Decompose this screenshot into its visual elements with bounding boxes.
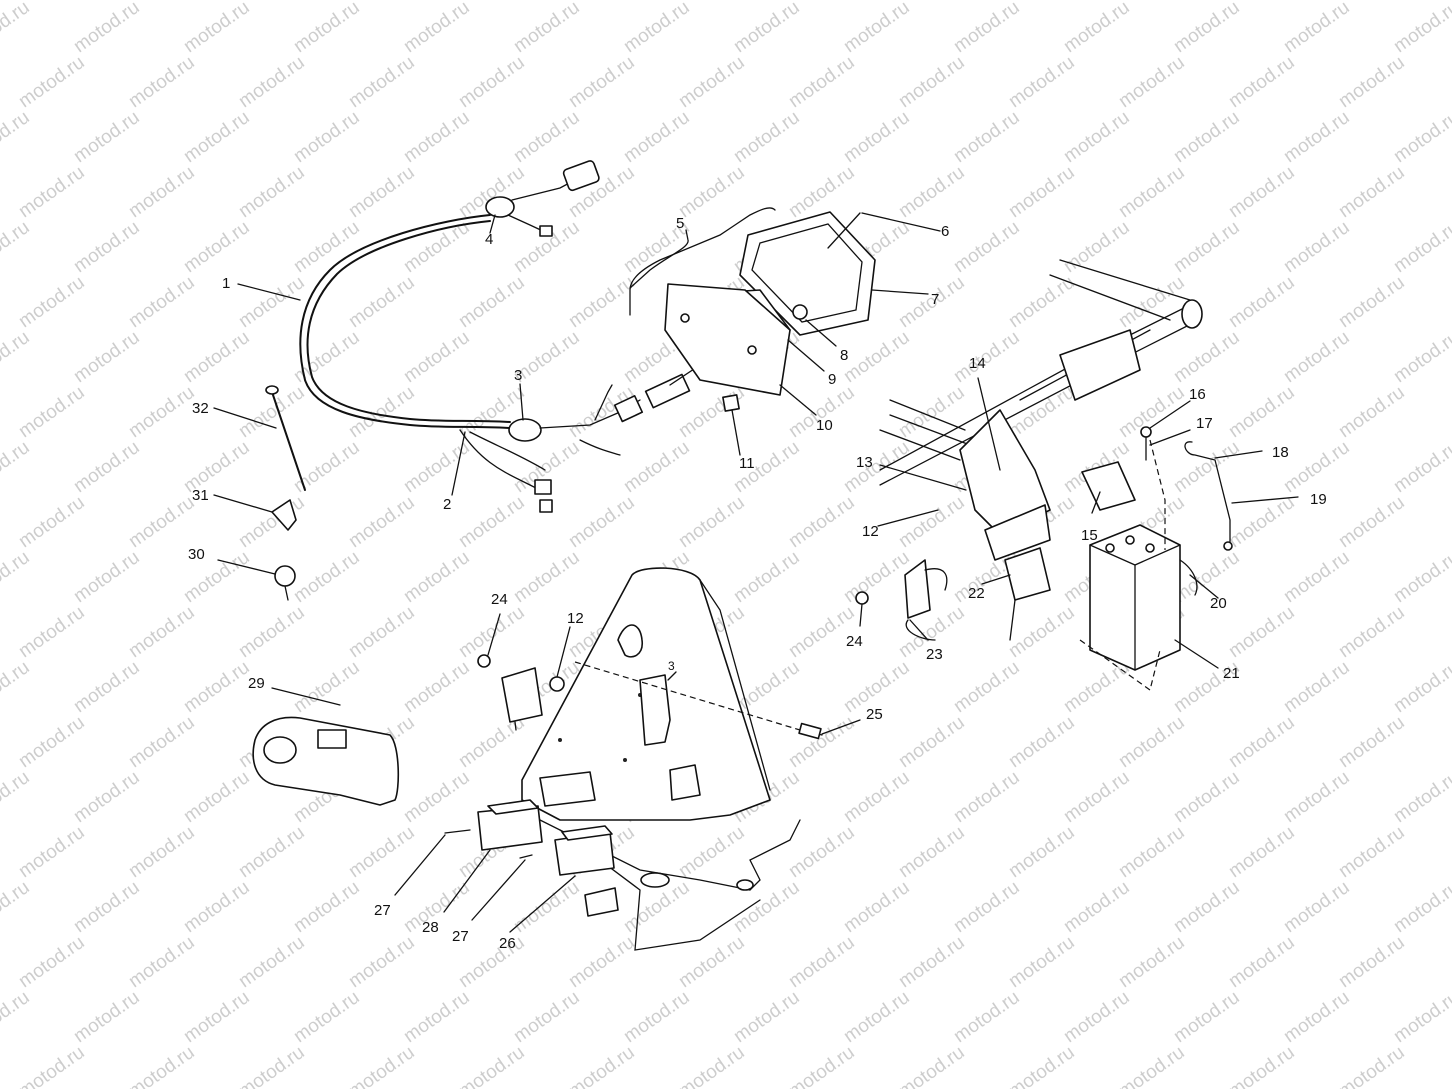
- callout-22: 22: [968, 585, 985, 602]
- callout-20: 20: [1210, 595, 1227, 612]
- callout-19: 19: [1310, 491, 1327, 508]
- callout-24-right: 24: [846, 633, 863, 650]
- callout-26: 26: [499, 935, 516, 952]
- callout-7: 7: [931, 291, 939, 308]
- callout-27-right: 27: [452, 928, 469, 945]
- callout-23: 23: [926, 646, 943, 663]
- callout-6: 6: [941, 223, 949, 240]
- callout-2: 2: [443, 496, 451, 513]
- callout-4: 4: [485, 231, 493, 248]
- callout-31: 31: [192, 487, 209, 504]
- callout-30: 30: [188, 546, 205, 563]
- callout-13: 13: [856, 454, 873, 471]
- callout-25: 25: [866, 706, 883, 723]
- callout-1: 1: [222, 275, 230, 292]
- callout-24-left: 24: [491, 591, 508, 608]
- solenoid-bracket: [855, 559, 948, 641]
- callout-9: 9: [828, 371, 836, 388]
- callout-27-left: 27: [374, 902, 391, 919]
- callout-18: 18: [1272, 444, 1289, 461]
- battery-assembly: [1079, 426, 1233, 692]
- callout-3-plate: 3: [668, 659, 675, 673]
- mounting-plate: [519, 567, 801, 951]
- callout-11: 11: [739, 455, 755, 472]
- leader-lines: [213, 212, 1299, 933]
- terminal-blocks: [444, 799, 615, 876]
- callout-12-left: 12: [567, 610, 584, 627]
- callout-10: 10: [816, 417, 833, 434]
- callout-14: 14: [969, 355, 986, 372]
- tail-light-assembly: [629, 207, 876, 412]
- callout-28: 28: [422, 919, 439, 936]
- callout-labels: 1 2 3 4 5 6 7 8 9 10 11 12 13 14 15 16 1…: [188, 215, 1327, 952]
- small-parts-left: [252, 385, 400, 806]
- callout-8: 8: [840, 347, 848, 364]
- callout-3: 3: [514, 367, 522, 384]
- callout-32: 32: [192, 400, 209, 417]
- callout-15: 15: [1081, 527, 1098, 544]
- frame-rear: [879, 259, 1203, 641]
- callout-29: 29: [248, 675, 265, 692]
- callout-21: 21: [1223, 665, 1240, 682]
- callout-12-right: 12: [862, 523, 879, 540]
- callout-16: 16: [1189, 386, 1206, 403]
- regulator-parts: [477, 654, 823, 746]
- wiring-harness: [299, 160, 713, 513]
- callout-5: 5: [676, 215, 684, 232]
- callout-17: 17: [1196, 415, 1213, 432]
